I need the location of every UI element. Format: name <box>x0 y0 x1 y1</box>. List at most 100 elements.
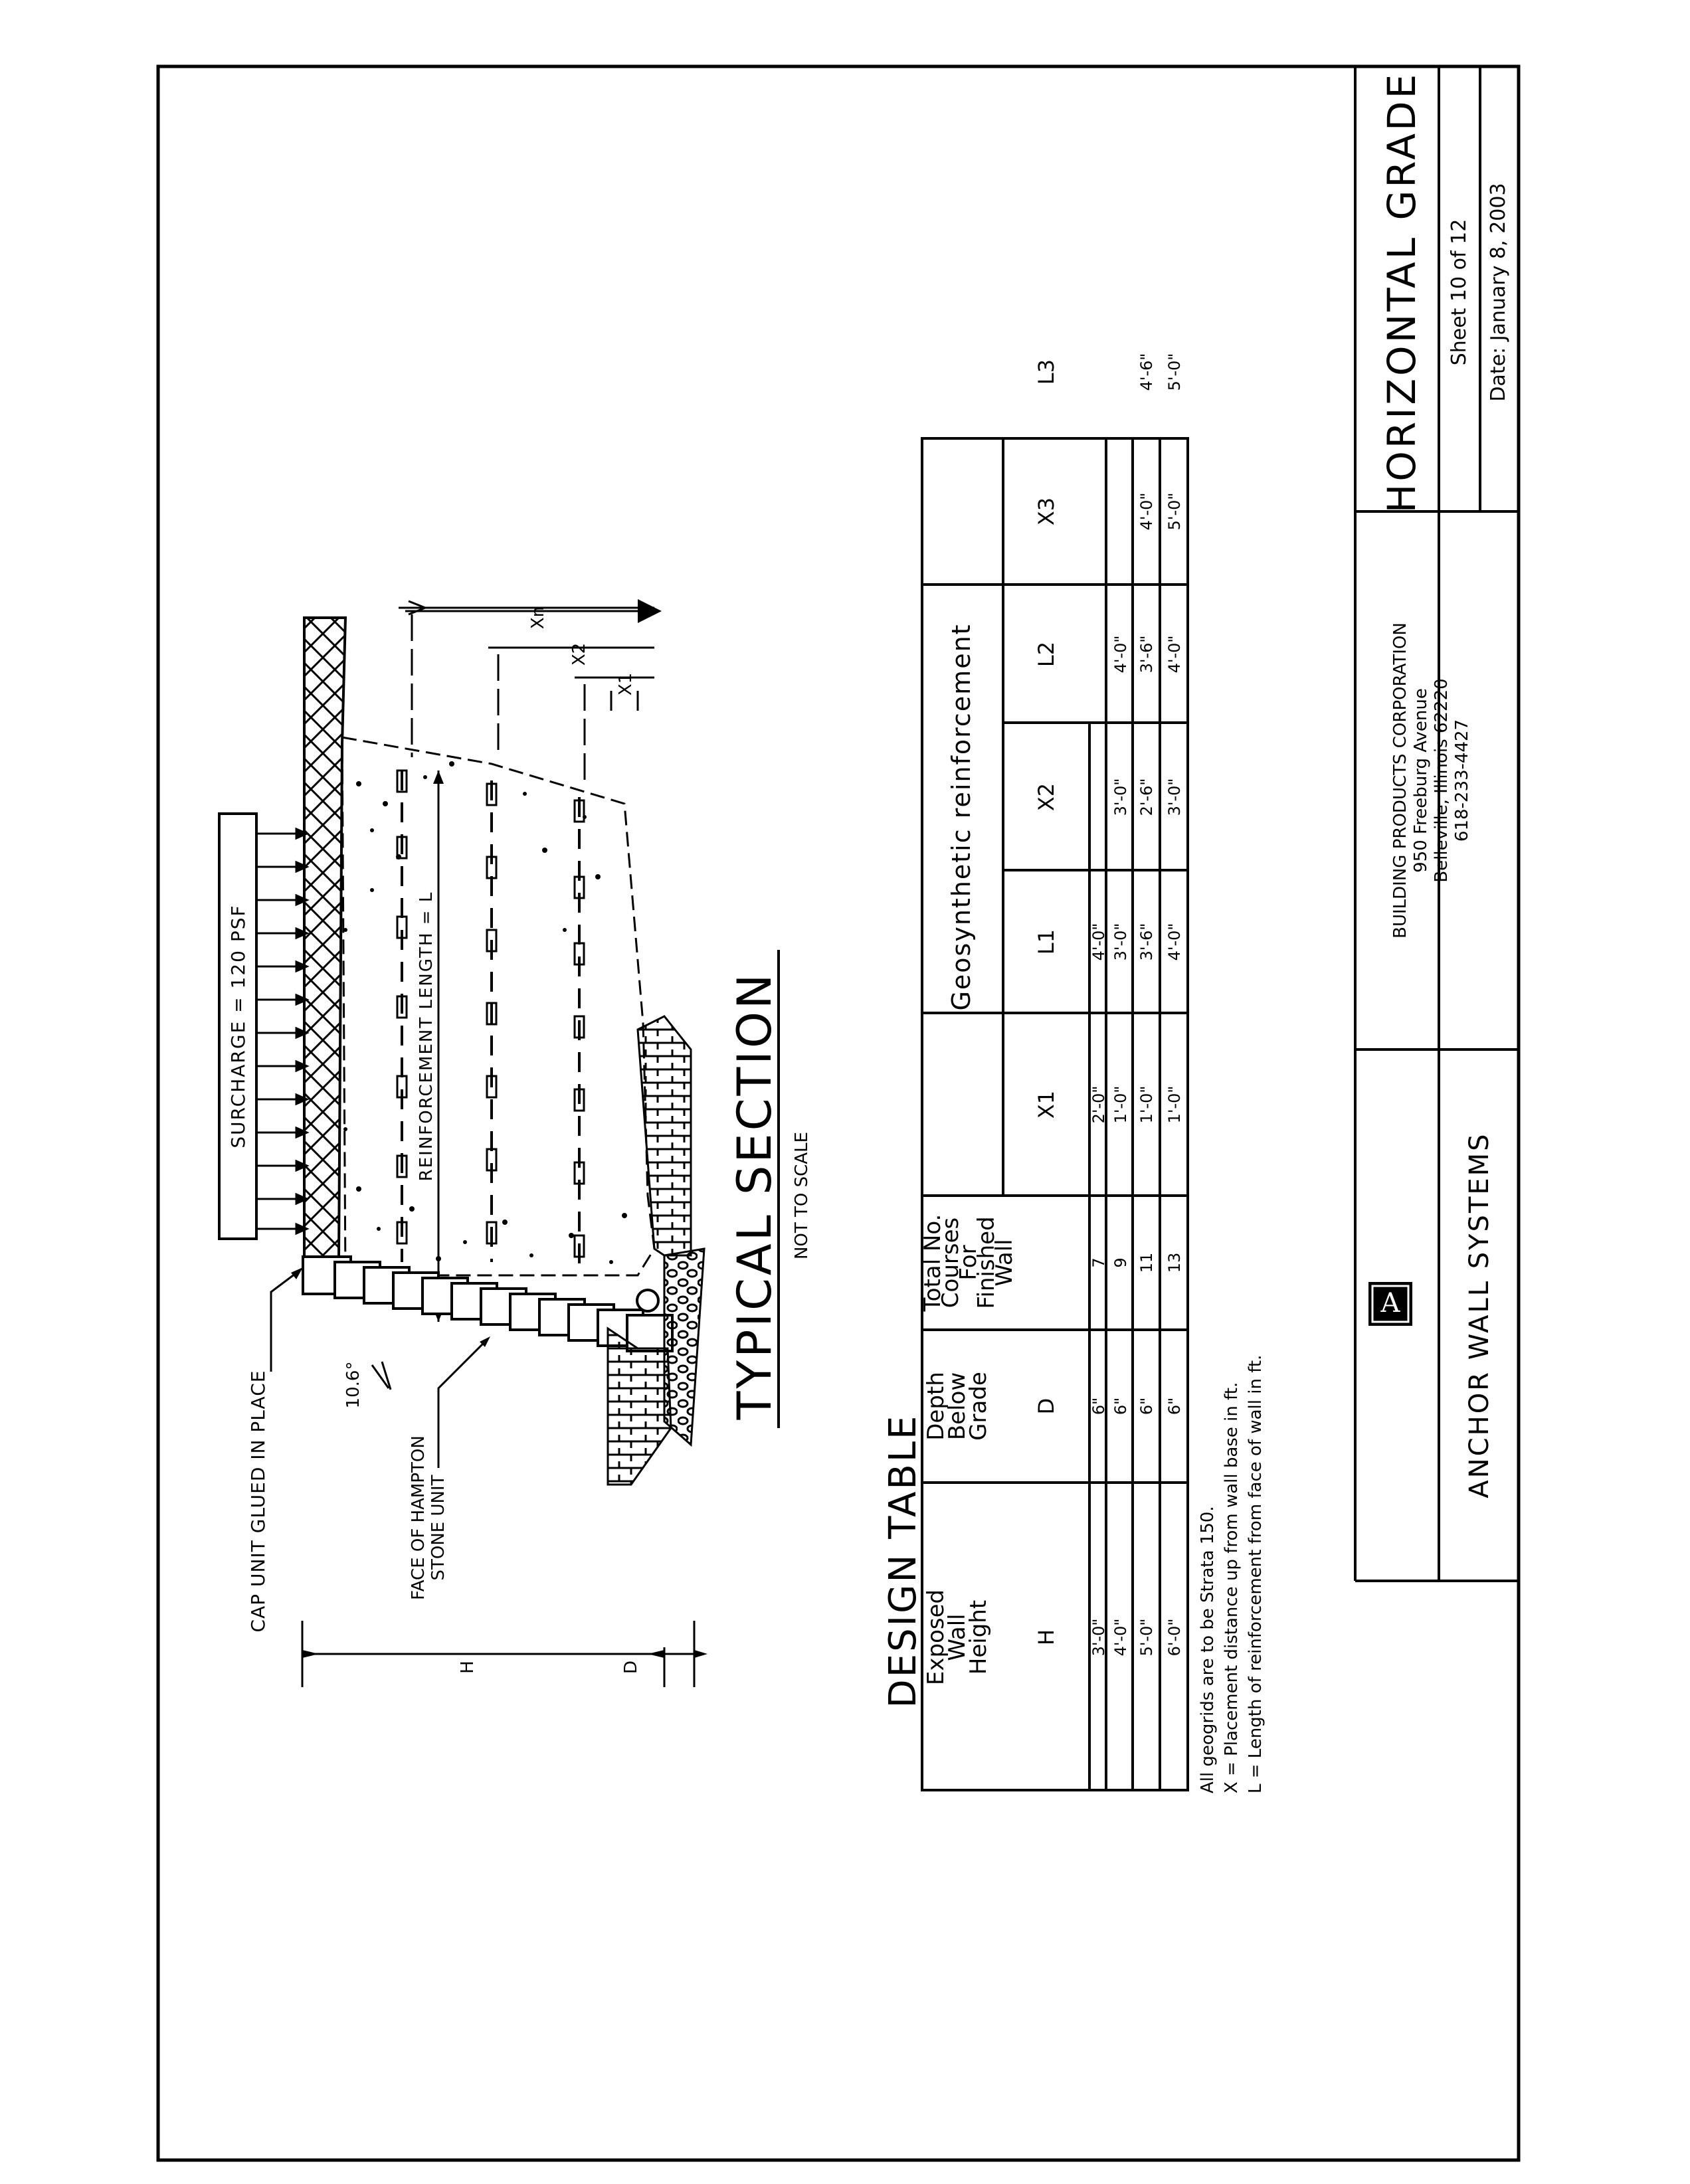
table-cell: 6" <box>1111 1398 1130 1415</box>
geo-header: Geosynthetic reinforcement <box>947 623 976 1010</box>
table-row: 3'-0" 6" 7 2'-0" 4'-0" <box>1089 923 1108 1657</box>
table-cell: 4'-0" <box>1111 636 1130 674</box>
table-cell: 1'-0" <box>1111 1086 1130 1124</box>
title-block-date: Date: January 8, 2003 <box>1487 183 1510 401</box>
sheet-border <box>156 64 1521 2162</box>
cap-unit-label: CAP UNIT GLUED IN PLACE <box>247 1370 269 1633</box>
face-unit-label-2: STONE UNIT <box>428 1475 448 1580</box>
section-title: TYPICAL SECTION <box>727 972 782 1421</box>
symbol-x1: X1 <box>1034 1091 1059 1119</box>
symbol-l1: L1 <box>1034 929 1059 955</box>
table-cell: 7 <box>1089 1257 1108 1267</box>
dimension-xn-label: Xn <box>528 606 548 629</box>
table-cell: 6" <box>1165 1398 1184 1415</box>
reinforced-backfill <box>341 736 656 1277</box>
symbol-x2: X2 <box>1034 783 1059 811</box>
table-cell: 9 <box>1111 1257 1130 1267</box>
col1-header-3: Height <box>965 1600 992 1675</box>
hampton-stone-wall <box>302 1255 674 1352</box>
table-cell: 3'-6" <box>1137 923 1156 961</box>
section-subtitle: NOT TO SCALE <box>792 1132 812 1259</box>
table-cell: 4'-0" <box>1165 923 1184 961</box>
company-address: 950 Freeburg Avenue <box>1411 688 1431 873</box>
note-3: L = Length of reinforcement from face of… <box>1246 1355 1266 1793</box>
batter-angle-label: 10.6° <box>343 1362 363 1409</box>
typical-section-drawing: SURCHARGE = 120 PSF <box>218 599 812 1687</box>
table-cell: 4'-0" <box>1111 1619 1130 1657</box>
company-name: BUILDING PRODUCTS CORPORATION <box>1390 622 1410 939</box>
table-cell: 4'-0" <box>1089 923 1108 961</box>
table-cell: 5'-0" <box>1165 493 1184 531</box>
dimension-d-label: D <box>621 1661 641 1674</box>
table-cell: 3'-0" <box>1111 923 1130 961</box>
design-table-title: DESIGN TABLE <box>882 1414 925 1708</box>
table-cell: 5'-0" <box>1165 353 1184 391</box>
drain-pipe <box>636 1289 660 1313</box>
table-cell: 4'-0" <box>1165 636 1184 674</box>
col3-header-3: For <box>955 1245 982 1280</box>
table-cell: 1'-0" <box>1165 1086 1184 1124</box>
brand-name: ANCHOR WALL SYSTEMS <box>1464 1132 1495 1498</box>
dimension-x2-label: X2 <box>569 643 589 666</box>
title-block: HORIZONTAL GRADE Sheet 10 of 12 Date: Ja… <box>1354 66 1519 1582</box>
surcharge-label: SURCHARGE = 120 PSF <box>227 904 249 1148</box>
col3-header-2: Courses <box>937 1218 964 1308</box>
design-table: DESIGN TABLE Exposed Wall Height Depth B… <box>882 353 1266 1793</box>
table-cell: 6" <box>1089 1398 1108 1415</box>
face-unit-label-1: FACE OF HAMPTON <box>409 1435 428 1600</box>
col3-header-1: Total No. <box>919 1214 946 1313</box>
backfill-stipple <box>343 761 627 1264</box>
col3-header-4: Finished <box>973 1216 1000 1309</box>
reinforcement-length-label: REINFORCEMENT LENGTH = L <box>417 891 436 1182</box>
col2-header-2: Below <box>944 1372 971 1440</box>
table-cell: 2'-0" <box>1089 1086 1108 1124</box>
dimension-x1-label: X1 <box>616 673 636 695</box>
anchor-logo: A <box>1368 1282 1412 1326</box>
symbol-x3: X3 <box>1034 498 1059 525</box>
table-cell: 13 <box>1165 1253 1184 1273</box>
dimension-h-label: H <box>458 1661 478 1674</box>
face-unit-leader <box>437 1340 486 1468</box>
geogrid-markers <box>396 769 585 1258</box>
col3-header-5: Wall <box>991 1239 1018 1286</box>
symbol-l3: L3 <box>1034 359 1059 385</box>
table-cell: 3'-0" <box>1165 778 1184 816</box>
note-1: All geogrids are to be Strata 150. <box>1198 1506 1218 1793</box>
ground-surface <box>303 616 347 1260</box>
surcharge-box <box>218 812 258 1240</box>
symbol-h: H <box>1034 1629 1059 1645</box>
col2-header-1: Depth <box>923 1372 949 1441</box>
col1-header-1: Exposed <box>923 1590 949 1685</box>
base-soil <box>607 1326 672 1486</box>
table-cell: 6" <box>1137 1398 1156 1415</box>
logo-letter: A <box>1380 1288 1401 1319</box>
dimension-h-d <box>301 1621 696 1687</box>
table-row: 6'-0" 6" 13 1'-0" 4'-0" 3'-0" 4'-0" 5'-0… <box>1165 353 1184 1657</box>
symbol-d: D <box>1034 1398 1059 1415</box>
col2-header-3: Grade <box>965 1372 992 1441</box>
table-cell: 3'-0" <box>1089 1619 1108 1657</box>
batter-angle <box>371 1361 392 1390</box>
col1-header-2: Wall <box>944 1613 971 1661</box>
table-cell: 11 <box>1137 1253 1156 1273</box>
title-block-sheet: Sheet 10 of 12 <box>1448 219 1471 366</box>
company-city: Belleville, Illinois 62220 <box>1432 678 1452 882</box>
dimension-x <box>399 606 654 784</box>
retained-soil <box>636 1015 692 1257</box>
table-cell: 4'-0" <box>1137 493 1156 531</box>
surcharge-arrows <box>256 827 310 1235</box>
table-cell: 4'-6" <box>1137 353 1156 391</box>
table-cell: 3'-6" <box>1137 636 1156 674</box>
cap-unit-leader <box>270 1271 298 1372</box>
symbol-l2: L2 <box>1034 642 1059 667</box>
table-cell: 1'-0" <box>1137 1086 1156 1124</box>
table-cell: 6'-0" <box>1165 1619 1184 1657</box>
table-cell: 2'-6" <box>1137 778 1156 816</box>
table-row: 4'-0" 6" 9 1'-0" 3'-0" 3'-0" 4'-0" <box>1111 636 1130 1657</box>
table-row: 5'-0" 6" 11 1'-0" 3'-6" 2'-6" 3'-6" 4'-0… <box>1137 353 1156 1657</box>
title-block-title: HORIZONTAL GRADE <box>1379 72 1424 513</box>
note-2: X = Placement distance up from wall base… <box>1222 1382 1242 1793</box>
table-cell: 5'-0" <box>1137 1619 1156 1657</box>
company-phone: 618-233-4427 <box>1452 719 1472 842</box>
